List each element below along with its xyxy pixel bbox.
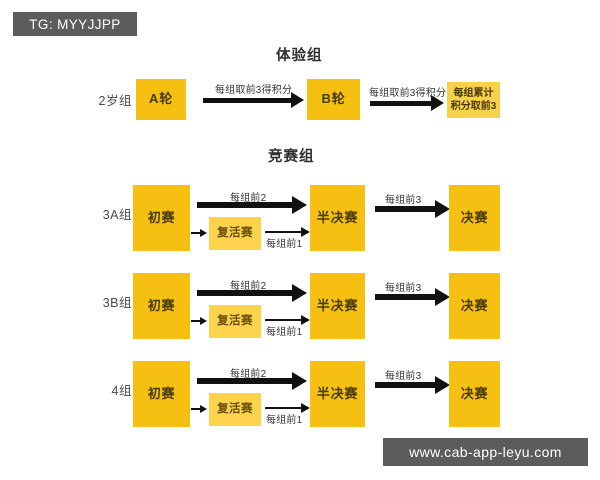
arrow-label-semifinal-to-final-4: 每组前3 <box>385 371 422 382</box>
node-total-points-line1: 每组累计 <box>453 87 494 99</box>
node-revive-3a[interactable]: 复活赛 <box>209 217 261 250</box>
node-final-3a[interactable]: 决赛 <box>449 185 500 251</box>
node-semifinal-3a[interactable]: 半决赛 <box>310 185 365 251</box>
node-total-points[interactable]: 每组累计 积分取前3 <box>447 82 500 118</box>
node-revive-4[interactable]: 复活赛 <box>209 393 261 426</box>
arrow-label-a-to-b: 每组取前3得积分 <box>215 85 293 96</box>
arrow-label-semifinal-to-final-3a: 每组前3 <box>385 195 422 206</box>
site-watermark-badge: www.cab-app-leyu.com <box>383 438 588 466</box>
node-final-3b[interactable]: 决赛 <box>449 273 500 339</box>
node-prelim-4[interactable]: 初赛 <box>133 361 190 427</box>
node-revive-3b[interactable]: 复活赛 <box>209 305 261 338</box>
arrow-label-semifinal-to-final-3b: 每组前3 <box>385 283 422 294</box>
node-round-b[interactable]: B轮 <box>307 79 360 120</box>
node-semifinal-3b[interactable]: 半决赛 <box>310 273 365 339</box>
node-semifinal-4[interactable]: 半决赛 <box>310 361 365 427</box>
node-total-points-line2: 积分取前3 <box>450 101 497 112</box>
node-final-4[interactable]: 决赛 <box>449 361 500 427</box>
node-prelim-3b[interactable]: 初赛 <box>133 273 190 339</box>
node-round-a[interactable]: A轮 <box>136 79 186 120</box>
arrow-label-revive-to-semifinal-3a: 每组前1 <box>266 239 303 250</box>
node-prelim-3a[interactable]: 初赛 <box>133 185 190 251</box>
section-title-competition: 竞赛组 <box>268 149 315 165</box>
arrow-label-prelim-to-semifinal-3a: 每组前2 <box>230 193 267 204</box>
section-title-experience: 体验组 <box>276 48 323 64</box>
arrow-label-revive-to-semifinal-3b: 每组前1 <box>266 327 303 338</box>
row-label-3a: 3A组 <box>102 208 132 222</box>
arrow-label-revive-to-semifinal-4: 每组前1 <box>266 415 303 426</box>
row-label-3b: 3B组 <box>102 296 132 310</box>
row-label-age2: 2岁组 <box>98 94 132 108</box>
arrow-label-b-to-total: 每组取前3得积分 <box>369 88 447 99</box>
row-label-4: 4组 <box>111 384 132 398</box>
arrow-label-prelim-to-semifinal-4: 每组前2 <box>230 369 267 380</box>
arrow-label-prelim-to-semifinal-3b: 每组前2 <box>230 281 267 292</box>
telegram-watermark-badge: TG: MYYJJPP <box>13 12 137 36</box>
